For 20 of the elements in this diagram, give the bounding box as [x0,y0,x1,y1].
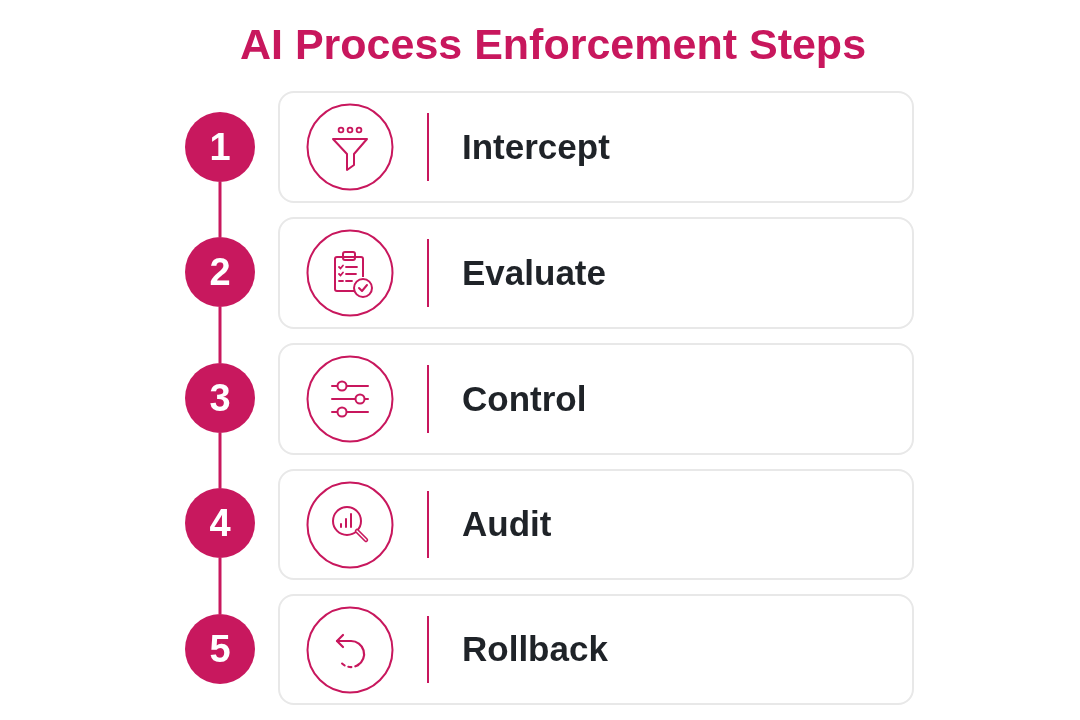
diagram-title: AI Process Enforcement Steps [239,20,867,69]
step-number-circle: 3 [185,363,255,433]
step-card [278,91,914,203]
step-number-circle: 2 [185,237,255,307]
step-card [278,343,914,455]
step-title: Intercept [462,127,610,166]
step-number-circle: 5 [185,614,255,684]
step-title: Evaluate [462,253,606,292]
connector-line [218,182,222,237]
step-title: Control [462,379,587,418]
connector-line [218,307,222,363]
step-card [278,469,914,580]
step-card [278,217,914,329]
step-number-circle: 1 [185,112,255,182]
step-card [278,594,914,705]
connector-line [218,558,222,614]
step-title: Audit [462,505,552,544]
connector-line [218,433,222,488]
step-number-circle: 4 [185,488,255,558]
step-title: Rollback [462,630,608,669]
